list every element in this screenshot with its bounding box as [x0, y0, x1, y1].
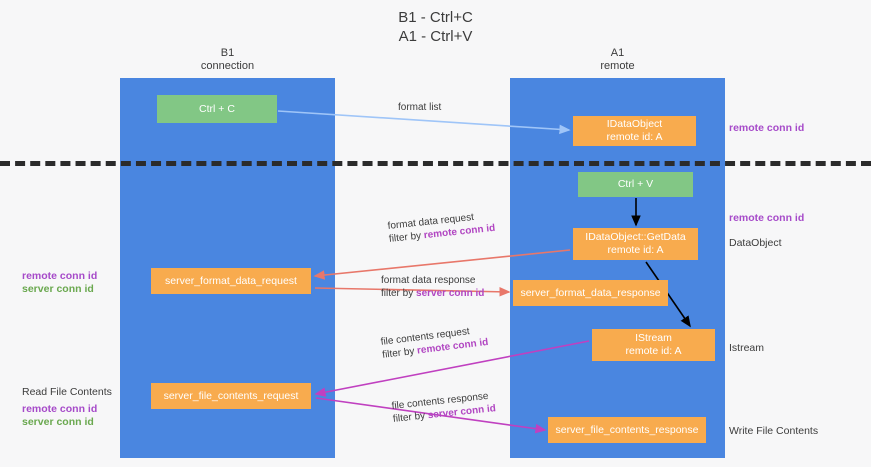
node-line2: remote id: A: [625, 345, 682, 357]
edge-label-highlight: server conn id: [416, 288, 485, 299]
node-line1: IStream: [635, 332, 672, 344]
side-label-remote-conn-id-left-2: remote conn id: [22, 403, 98, 415]
node-server-file-contents-response[interactable]: server_file_contents_response: [548, 417, 706, 443]
node-line1: IDataObject: [606, 118, 663, 130]
side-label-read-file-contents: Read File Contents: [22, 386, 112, 398]
node-line1: server_format_data_request: [165, 274, 297, 287]
edge-label-format-data-response: format data response filter by server con…: [381, 274, 484, 300]
node-line1: Ctrl + C: [199, 102, 235, 115]
node-line1: IDataObject::GetData: [585, 231, 686, 243]
side-label-server-conn-id-left: server conn id: [22, 283, 94, 295]
node-ctrl-v[interactable]: Ctrl + V: [578, 172, 693, 197]
node-line2: remote id: A: [607, 244, 664, 256]
node-line1: Ctrl + V: [617, 178, 654, 190]
side-label-server-conn-id-left-2: server conn id: [22, 416, 94, 428]
node-server-file-contents-request[interactable]: server_file_contents_request: [151, 383, 311, 409]
edge-label-format-list: format list: [398, 101, 441, 114]
edge-label-line1: format list: [398, 102, 442, 113]
side-label-remote-conn-id-left: remote conn id: [22, 270, 98, 282]
edge-label-line1: format data response: [381, 275, 476, 286]
node-line1: server_file_contents_response: [555, 423, 699, 436]
side-label-remote-conn-id-mid: remote conn id: [729, 212, 805, 224]
node-istream[interactable]: IStream remote id: A: [592, 329, 715, 361]
node-server-format-data-response[interactable]: server_format_data_response: [513, 280, 668, 306]
diagram-title: B1 - Ctrl+C A1 - Ctrl+V: [398, 9, 473, 45]
side-label-write-file-contents: Write File Contents: [729, 425, 819, 437]
node-server-format-data-request[interactable]: server_format_data_request: [151, 268, 311, 294]
node-idataobject[interactable]: IDataObject remote id: A: [573, 116, 696, 146]
lane-header-a1: A1 remote: [600, 47, 635, 72]
node-idataobject-getdata[interactable]: IDataObject::GetData remote id: A: [573, 228, 698, 260]
phase-divider: [0, 161, 871, 166]
node-line1: server_file_contents_request: [163, 389, 299, 402]
node-line2: remote id: A: [606, 131, 663, 143]
side-label-dataobject: DataObject: [729, 237, 782, 249]
edge-label-line2: filter by server conn id: [381, 288, 485, 299]
node-line1: server_format_data_response: [520, 286, 661, 299]
node-ctrl-c[interactable]: Ctrl + C: [157, 95, 277, 123]
side-label-istream: Istream: [729, 342, 765, 354]
lane-header-b1: B1 connection: [200, 47, 255, 72]
side-label-remote-conn-id-top: remote conn id: [729, 122, 805, 134]
